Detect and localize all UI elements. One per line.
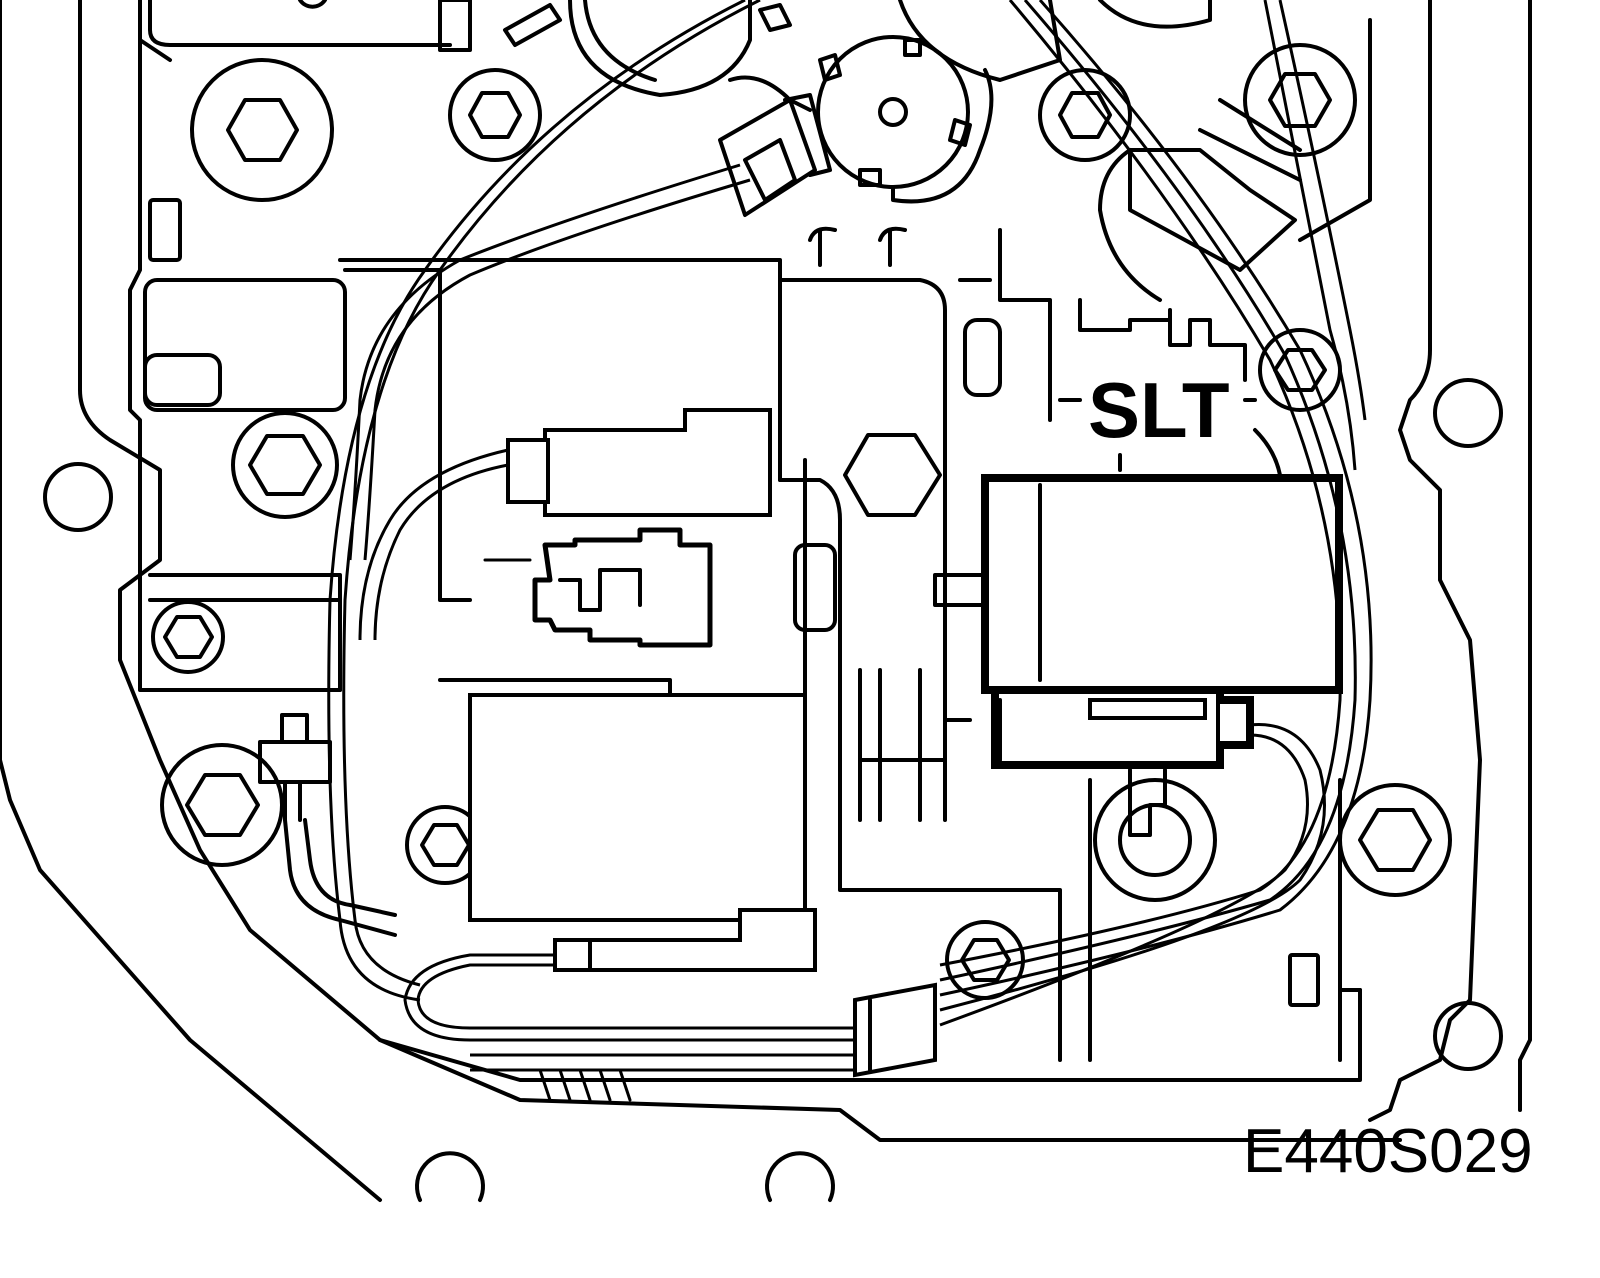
case-outline (0, 0, 1530, 1200)
center-plug (535, 530, 710, 645)
upper-solenoids (300, 0, 1300, 300)
left-solenoid-blocks (470, 410, 815, 970)
valve-body (130, 0, 1370, 1060)
harness-connector (855, 985, 935, 1075)
figure-code: E440S029 (1243, 1117, 1533, 1186)
wire-harness (329, 0, 1371, 1100)
slt-solenoid (935, 430, 1339, 835)
case-bolt-holes (45, 380, 1501, 1200)
left-sensor (260, 715, 395, 935)
slt-label: SLT (1088, 366, 1230, 454)
